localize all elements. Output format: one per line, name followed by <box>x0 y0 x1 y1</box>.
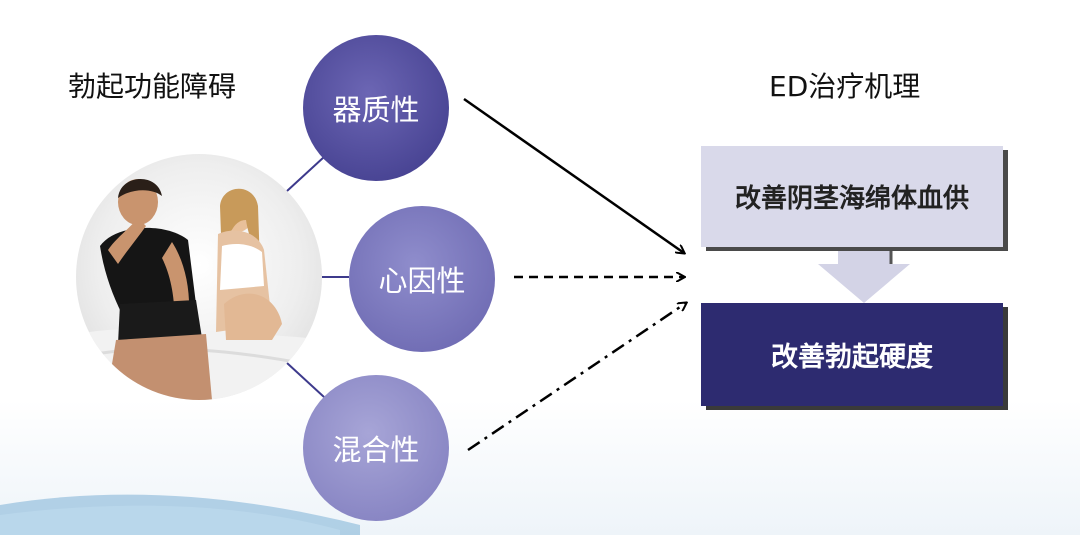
woman-top <box>220 244 264 290</box>
man-hair <box>118 178 162 198</box>
couple-illustration <box>76 178 322 400</box>
arrow-organic <box>463 97 684 253</box>
connector-line-mixed <box>286 362 325 398</box>
cause-mixed-circle: 混合性 <box>303 375 449 521</box>
mechanism-step-blood-supply-label: 改善阴茎海绵体血供 <box>734 184 969 214</box>
ed-title: 勃起功能障碍 <box>68 70 237 103</box>
arrow-mixed <box>467 303 686 452</box>
cause-organic-circle: 器质性 <box>303 35 449 181</box>
mechanism-step-hardness: 改善勃起硬度 <box>701 303 1003 406</box>
cause-mixed-label: 混合性 <box>332 433 420 467</box>
mechanism-step-blood-supply: 改善阴茎海绵体血供 <box>701 146 1003 247</box>
man-shorts <box>118 300 202 344</box>
couple-photo <box>76 154 322 400</box>
man-arm-left <box>108 218 146 264</box>
cause-psychogenic-circle: 心因性 <box>349 206 495 352</box>
cause-organic-label: 器质性 <box>332 93 420 127</box>
cause-psychogenic-label: 心因性 <box>378 264 466 298</box>
mechanism-title: ED治疗机理 <box>769 70 921 103</box>
mechanism-step-hardness-label: 改善勃起硬度 <box>771 342 933 373</box>
woman-legs <box>224 293 282 340</box>
bottom-swoosh-highlight <box>0 505 340 535</box>
down-arrow <box>818 248 910 303</box>
connector-line-organic <box>286 156 325 192</box>
woman-hair <box>220 188 260 266</box>
